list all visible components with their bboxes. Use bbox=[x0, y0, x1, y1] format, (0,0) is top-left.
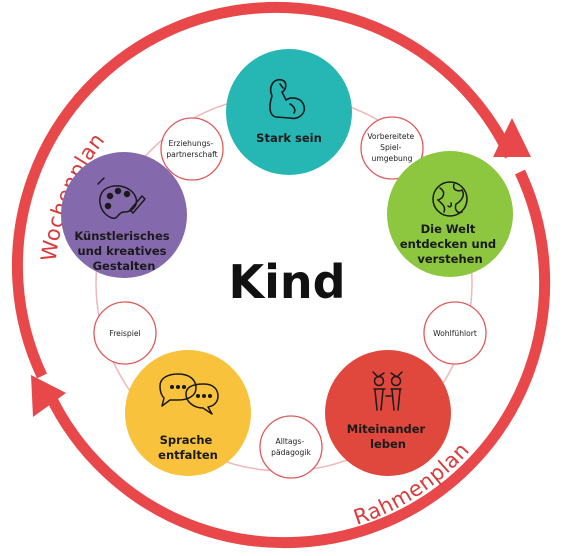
small-label-wohlfuehlort: Wohlfühlort bbox=[433, 329, 477, 338]
small-circle-erziehungspartnerschaft: Erziehungs- partnerschaft bbox=[160, 117, 224, 181]
svg-text:Wohlfühlort: Wohlfühlort bbox=[433, 329, 477, 338]
paint-palette-icon bbox=[97, 177, 146, 220]
small-circle-freispiel: Freispiel bbox=[93, 301, 157, 365]
main-label-die-welt-1: Die Welt bbox=[421, 222, 476, 236]
center-label-kind: Kind bbox=[228, 255, 345, 309]
svg-text:Alltags- pädagogik: Alltags- pädagogik bbox=[271, 437, 311, 457]
svg-text:Stark sein: Stark sein bbox=[256, 131, 322, 145]
small-label-alltags-2: pädagogik bbox=[271, 448, 311, 457]
small-label-vorbereitete-2: Spiel- bbox=[380, 143, 402, 152]
people-icon bbox=[372, 371, 403, 411]
main-label-sprache-2: entfalten bbox=[158, 448, 218, 462]
small-circle-wohlfuehlort: Wohlfühlort bbox=[423, 301, 487, 365]
svg-text:Freispiel: Freispiel bbox=[109, 329, 140, 338]
small-circle-alltagspaedagogik: Alltags- pädagogik bbox=[259, 415, 323, 479]
small-label-alltags-1: Alltags- bbox=[276, 437, 305, 446]
globe-icon bbox=[432, 181, 468, 217]
main-label-kuenstlerisches-3: Gestalten bbox=[93, 259, 156, 273]
main-circle-stark-sein: Stark sein bbox=[226, 49, 352, 175]
main-circle-kuenstlerisches: Künstlerisches und kreatives Gestalten bbox=[61, 152, 187, 278]
svg-text:Erziehungs- partnersch: Erziehungs- partnerschaft bbox=[166, 139, 217, 159]
main-circles: Stark sein Die Welt entdecken und verste… bbox=[61, 49, 513, 476]
flexing-arm-icon bbox=[269, 78, 306, 120]
outer-ring-arc-bottom bbox=[44, 169, 551, 549]
small-label-vorbereitete-3: umgebung bbox=[372, 154, 413, 163]
main-circle-miteinander-leben: Miteinander leben bbox=[325, 350, 451, 476]
svg-text:Sprache entfalten: Sprache entfalten bbox=[158, 433, 218, 462]
main-label-miteinander-1: Miteinander bbox=[347, 422, 426, 436]
main-label-sprache-1: Sprache bbox=[160, 433, 213, 447]
small-circles: Vorbereitete Spiel- umgebung Wohlfühlort… bbox=[93, 116, 487, 479]
small-circle-vorbereitete: Vorbereitete Spiel- umgebung bbox=[360, 116, 424, 180]
main-label-kuenstlerisches-2: und kreatives bbox=[77, 244, 166, 258]
main-circle-sprache-entfalten: Sprache entfalten bbox=[125, 350, 251, 476]
main-label-die-welt-3: verstehen bbox=[417, 252, 482, 266]
main-label-kuenstlerisches-1: Künstlerisches bbox=[74, 229, 169, 243]
main-label-miteinander-2: leben bbox=[370, 437, 406, 451]
outer-ring-arrow-top bbox=[493, 118, 531, 157]
small-label-vorbereitete-1: Vorbereitete bbox=[367, 132, 414, 141]
main-label-die-welt-2: entdecken und bbox=[400, 237, 496, 251]
svg-text:Künstlerisches und kre: Künstlerisches und kreatives Gestalten bbox=[74, 229, 173, 273]
small-label-erziehungs-2: partnerschaft bbox=[166, 150, 217, 159]
outer-ring-arrow-bottom bbox=[31, 375, 66, 417]
speech-bubbles-icon bbox=[159, 373, 219, 415]
small-label-freispiel: Freispiel bbox=[109, 329, 140, 338]
svg-text:Vorbereitete Spiel-: Vorbereitete Spiel- umgebung bbox=[367, 132, 416, 163]
small-label-erziehungs-1: Erziehungs- bbox=[168, 139, 213, 148]
svg-text:Die Welt entdecken und: Die Welt entdecken und verstehen bbox=[400, 222, 500, 266]
outer-ring-arc-top bbox=[12, 1, 515, 379]
main-circle-die-welt: Die Welt entdecken und verstehen bbox=[387, 151, 513, 277]
svg-text:Miteinander leben: Miteinander leben bbox=[347, 422, 429, 451]
main-label-stark-sein: Stark sein bbox=[256, 131, 322, 145]
